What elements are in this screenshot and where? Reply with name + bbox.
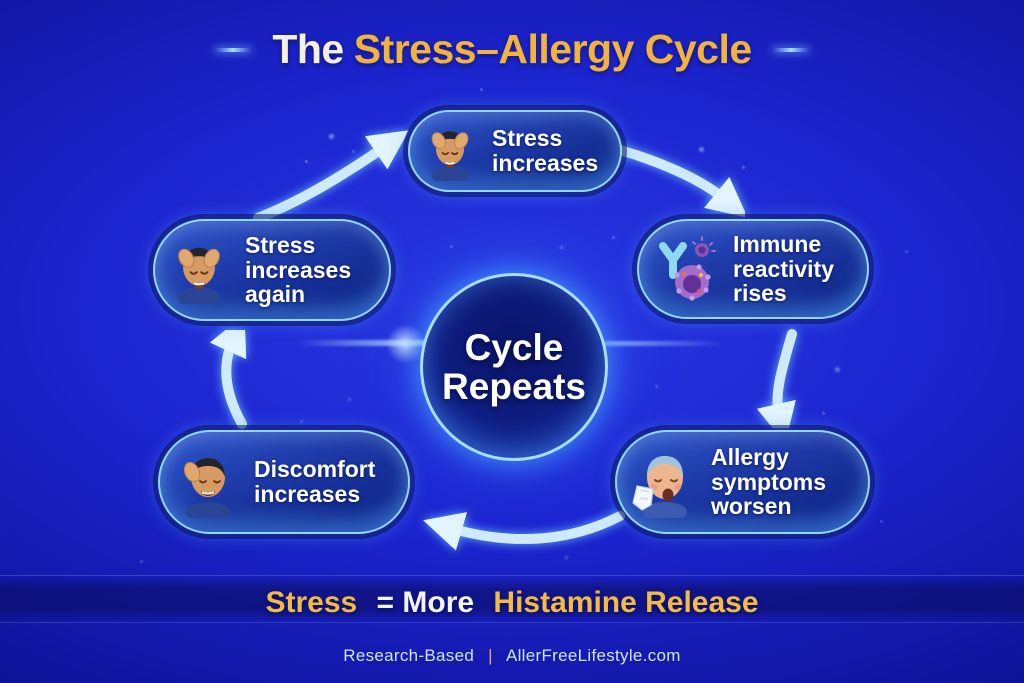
- center-line-2: Repeats: [442, 366, 586, 407]
- arrow-stress-again-to-stress-icon: [253, 130, 410, 223]
- tagline-banner: [0, 575, 1024, 623]
- node-label: Allergy symptoms worsen: [711, 443, 827, 520]
- sparkle-dots: [0, 0, 3, 3]
- title-highlight: Stress–Allergy Cycle: [353, 26, 752, 72]
- tagline-equals-more: = More: [376, 586, 475, 619]
- node-stress-increases: Stress increases: [408, 110, 622, 192]
- node-stress-increases-again: Stress increases again: [153, 219, 391, 321]
- title-prefix: The: [272, 26, 344, 72]
- arrow-symptoms-to-discomfort-icon: [423, 511, 625, 551]
- footer: Research-Based | AllerFreeLifestyle.com: [0, 646, 1024, 666]
- center-line-1: Cycle: [464, 326, 564, 368]
- node-discomfort-increases: Discomfort increases: [158, 430, 410, 534]
- node-allergy-symptoms: Allergy symptoms worsen: [615, 430, 870, 534]
- discomfort-person-icon: [170, 446, 242, 518]
- tagline: Stress = More Histamine Release: [0, 586, 1024, 620]
- node-label: Stress increases again: [245, 231, 352, 308]
- arrow-discomfort-to-stress-again-icon: [209, 330, 247, 429]
- tagline-histamine-release: Histamine Release: [493, 586, 759, 619]
- title-dash-left-icon: [214, 47, 253, 52]
- node-label: Discomfort increases: [254, 456, 376, 507]
- tagline-stress: Stress: [265, 586, 358, 619]
- stressed-person-icon: [165, 236, 233, 304]
- footer-divider: |: [488, 646, 493, 665]
- stressed-person-icon: [420, 121, 480, 181]
- sneezing-person-icon: [627, 446, 699, 518]
- footer-research-label: Research-Based: [343, 646, 475, 665]
- arrow-stress-to-immune-icon: [615, 145, 745, 218]
- arrow-immune-to-symptoms-icon: [756, 329, 797, 428]
- cycle-repeats-circle: Cycle Repeats: [420, 273, 608, 461]
- node-immune-reactivity: Immune reactivity rises: [637, 219, 869, 319]
- lens-flare-right: [596, 341, 724, 346]
- lens-flare-left: [296, 340, 428, 346]
- node-label: Immune reactivity rises: [733, 230, 835, 307]
- footer-website: AllerFreeLifestyle.com: [505, 646, 681, 665]
- immune-cell-icon: [649, 233, 721, 305]
- title-dash-right-icon: [771, 47, 810, 52]
- node-label: Stress increases: [492, 125, 599, 176]
- lens-flare-spot: [386, 324, 426, 364]
